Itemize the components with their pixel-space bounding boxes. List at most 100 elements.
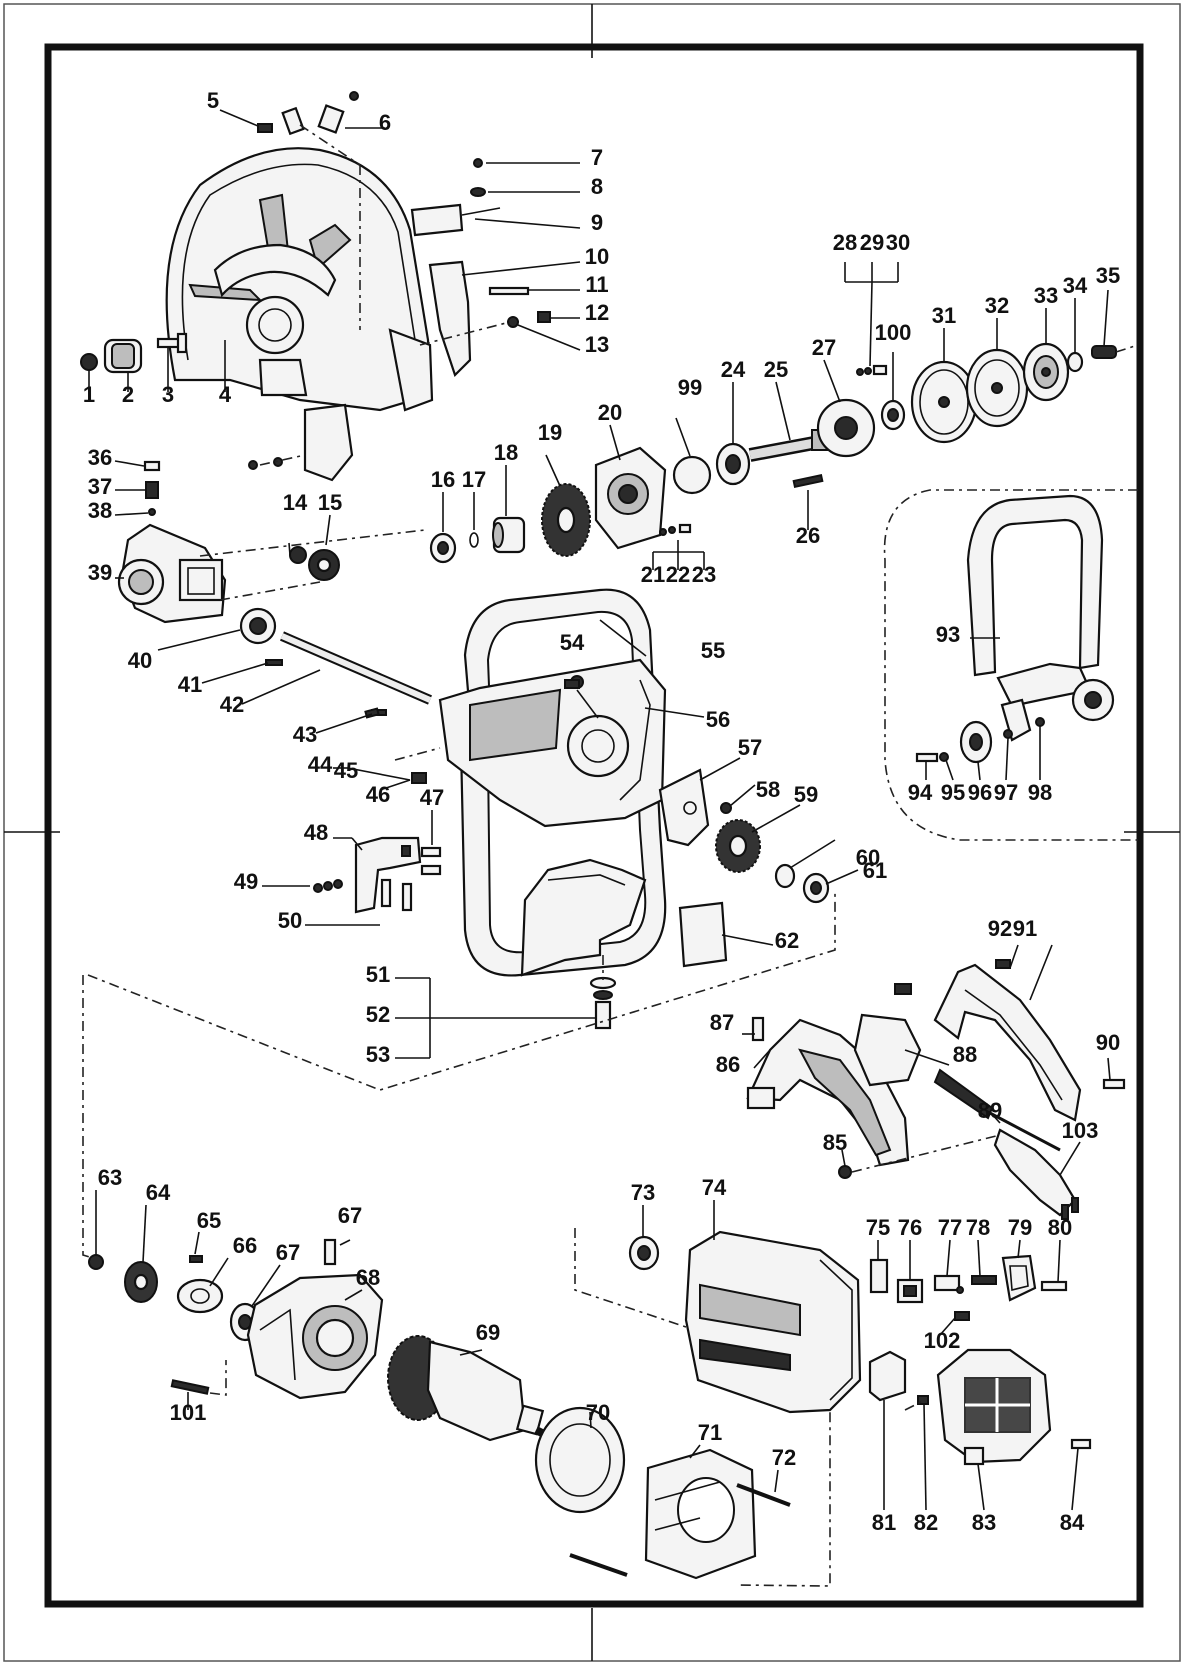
cap-80: [1001, 1254, 1037, 1302]
callout-80: 80: [1048, 1215, 1072, 1240]
callout-36: 36: [88, 445, 112, 470]
screw-nut-44-46: [394, 747, 441, 784]
callout-25: 25: [764, 357, 788, 382]
bearing-24: [715, 442, 751, 486]
callout-101: 101: [170, 1400, 207, 1425]
callout-44: 44: [308, 752, 333, 777]
callout-98: 98: [1028, 780, 1052, 805]
callout-93: 93: [936, 622, 960, 647]
callout-60: 60: [856, 845, 880, 870]
callout-63: 63: [98, 1165, 122, 1190]
callout-48: 48: [304, 820, 328, 845]
callout-40: 40: [128, 648, 152, 673]
callout-97: 97: [994, 780, 1018, 805]
callout-30: 30: [886, 230, 910, 255]
callout-61: 61: [863, 858, 887, 883]
stator-72: [644, 1448, 757, 1580]
callout-70: 70: [586, 1400, 610, 1425]
callout-102: 102: [924, 1328, 961, 1353]
plate-57: [658, 768, 710, 847]
gear-housing-69: [246, 1273, 384, 1400]
callout-13: 13: [585, 332, 609, 357]
callout-18: 18: [494, 440, 518, 465]
bearing-plate-20: [594, 446, 667, 550]
callout-24: 24: [721, 357, 746, 382]
callout-68: 68: [356, 1265, 380, 1290]
callout-67: 67: [338, 1203, 362, 1228]
callout-47: 47: [420, 785, 444, 810]
callout-33: 33: [1034, 283, 1058, 308]
sleeve-18: [492, 516, 526, 554]
callout-4: 4: [219, 382, 232, 407]
callout-6: 6: [379, 110, 391, 135]
callout-58: 58: [756, 777, 780, 802]
callout-62: 62: [775, 928, 799, 953]
callout-9: 9: [591, 210, 603, 235]
screw-91: [1102, 1078, 1126, 1090]
callout-20: 20: [598, 400, 622, 425]
outer-flange-33: [1022, 342, 1070, 402]
callout-85: 85: [823, 1130, 847, 1155]
callout-103: 103: [1062, 1118, 1099, 1143]
callout-84: 84: [1060, 1510, 1085, 1535]
screw-58: [720, 802, 732, 814]
callout-46: 46: [366, 782, 390, 807]
screw-73b: [569, 1553, 628, 1577]
callout-15: 15: [318, 490, 342, 515]
callout-49: 49: [234, 869, 258, 894]
callout-94: 94: [908, 780, 933, 805]
callout-71: 71: [698, 1420, 722, 1445]
callout-7: 7: [591, 145, 603, 170]
callout-2: 2: [122, 382, 134, 407]
flange-27: [816, 398, 876, 458]
callout-14: 14: [283, 490, 308, 515]
callout-32: 32: [985, 293, 1009, 318]
trolley-group-outline: [883, 489, 1138, 841]
callout-27: 27: [812, 335, 836, 360]
callout-50: 50: [278, 908, 302, 933]
callout-66: 66: [233, 1233, 257, 1258]
cable-sleeve-90: [933, 1068, 1061, 1152]
brush-holder-76: [869, 1258, 889, 1294]
assembly-line-83: [904, 1399, 926, 1411]
nut-86: [838, 1165, 852, 1179]
callout-89: 89: [978, 1098, 1002, 1123]
callout-57: 57: [738, 735, 762, 760]
trolley-frame-94: [966, 494, 1115, 742]
screw-73: [736, 1483, 791, 1507]
callout-31: 31: [932, 303, 956, 328]
screw-88: [751, 1016, 765, 1042]
callout-78: 78: [966, 1215, 990, 1240]
callout-22: 22: [666, 562, 690, 587]
armature-70: [387, 1335, 550, 1442]
callout-59: 59: [794, 782, 818, 807]
guard-nut-bolt: [80, 332, 188, 374]
guard-clamp-parts: [257, 91, 361, 330]
bearing-74: [628, 1235, 660, 1271]
handle-half-87: [746, 1018, 910, 1167]
callout-65: 65: [197, 1208, 221, 1233]
callout-81: 81: [872, 1510, 896, 1535]
callout-100: 100: [875, 320, 912, 345]
guard-small-parts: [248, 158, 551, 470]
callout-19: 19: [538, 420, 562, 445]
callout-72: 72: [772, 1445, 796, 1470]
screw-83: [917, 1395, 929, 1405]
callout-92: 92: [988, 916, 1012, 941]
handle-half-92: [933, 963, 1082, 1122]
callout-21: 21: [641, 562, 665, 587]
callout-74: 74: [702, 1175, 727, 1200]
spindle-shaft-42: [239, 607, 432, 716]
pinion-gear-15: [289, 546, 340, 581]
blade-flange-31: [910, 360, 978, 444]
callout-67: 67: [276, 1240, 300, 1265]
callout-56: 56: [706, 707, 730, 732]
drawing-border: [44, 43, 1144, 1608]
callout-64: 64: [146, 1180, 171, 1205]
screw-65: [189, 1255, 203, 1263]
gear-19: [541, 483, 591, 557]
callout-17: 17: [462, 467, 486, 492]
callout-99: 99: [678, 375, 702, 400]
